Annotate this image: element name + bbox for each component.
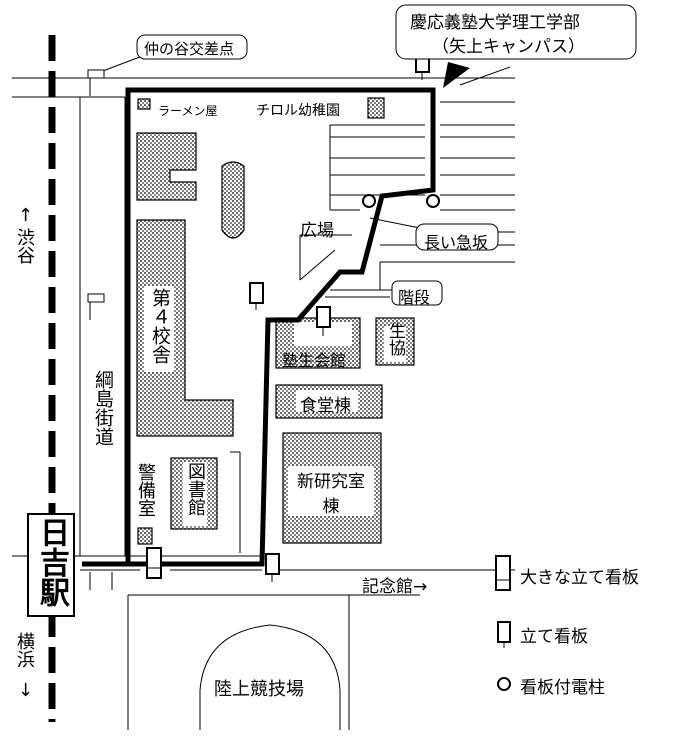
sign-icon [249,282,264,310]
ramen-shop [137,98,151,110]
oval-building [221,161,245,239]
road-name-label: 綱島街道 [92,370,114,446]
sign-icon [265,553,280,582]
intersection-label: 仲の谷交差点 [144,40,235,58]
school-building-4 [136,219,234,437]
traffic-light-icon [87,69,105,96]
steep-slope-label: 長い急坂 [424,233,489,252]
roads [12,54,515,730]
legend-large-sign-label: 大きな立て看板 [520,568,639,588]
pole-icon [426,194,440,208]
large-sign-icon [495,555,511,591]
coop-label: 生協 [385,322,405,356]
legend-pole-label: 看板付電柱 [520,678,605,698]
yokohama-label: 横浜 [14,632,35,668]
research-building-label: 新研究室棟 [297,472,365,517]
signs [87,51,440,582]
station-box [27,513,75,617]
kinenkan-label: 記念館→ [362,577,428,597]
large-sign-icon [146,547,162,579]
pole-icon [362,194,376,208]
traffic-light-icon [87,293,105,320]
destination-sub-label: （矢上キャンパス） [432,37,585,57]
callouts [136,4,637,306]
walking-route [82,62,470,567]
shibuya-label: 渋谷 [14,228,35,264]
stairs-label: 階段 [398,288,431,307]
kindergarten-building [367,97,385,119]
legend-icons [495,555,511,691]
shibuya-arrow: ↑ [18,205,34,226]
kindergarten-label: チロル幼稚園 [256,103,340,119]
destination-label: 慶応義塾大学理工学部 [410,13,580,33]
stadium-label: 陸上競技場 [214,679,304,700]
guard-room-building [137,527,153,545]
station-label: 日吉駅 [34,517,69,607]
sign-icon [497,621,511,648]
yokohama-arrow: ↓ [18,680,34,701]
upper-left-building [136,132,197,201]
library-label: 図書館 [185,462,206,516]
school-building-4-label: 第４校舎 [149,288,171,364]
legend-sign-label: 立て看板 [520,627,588,647]
cafeteria-label: 食堂棟 [300,396,351,416]
sign-icon [316,306,331,336]
label-backgrounds [144,286,406,526]
ramen-label: ラーメン屋 [158,104,218,118]
pole-icon [497,677,511,691]
student-hall-label: 塾生会館 [282,351,347,370]
guard-room-label: 警備室 [135,463,156,517]
plaza-label: 広場 [300,221,334,241]
